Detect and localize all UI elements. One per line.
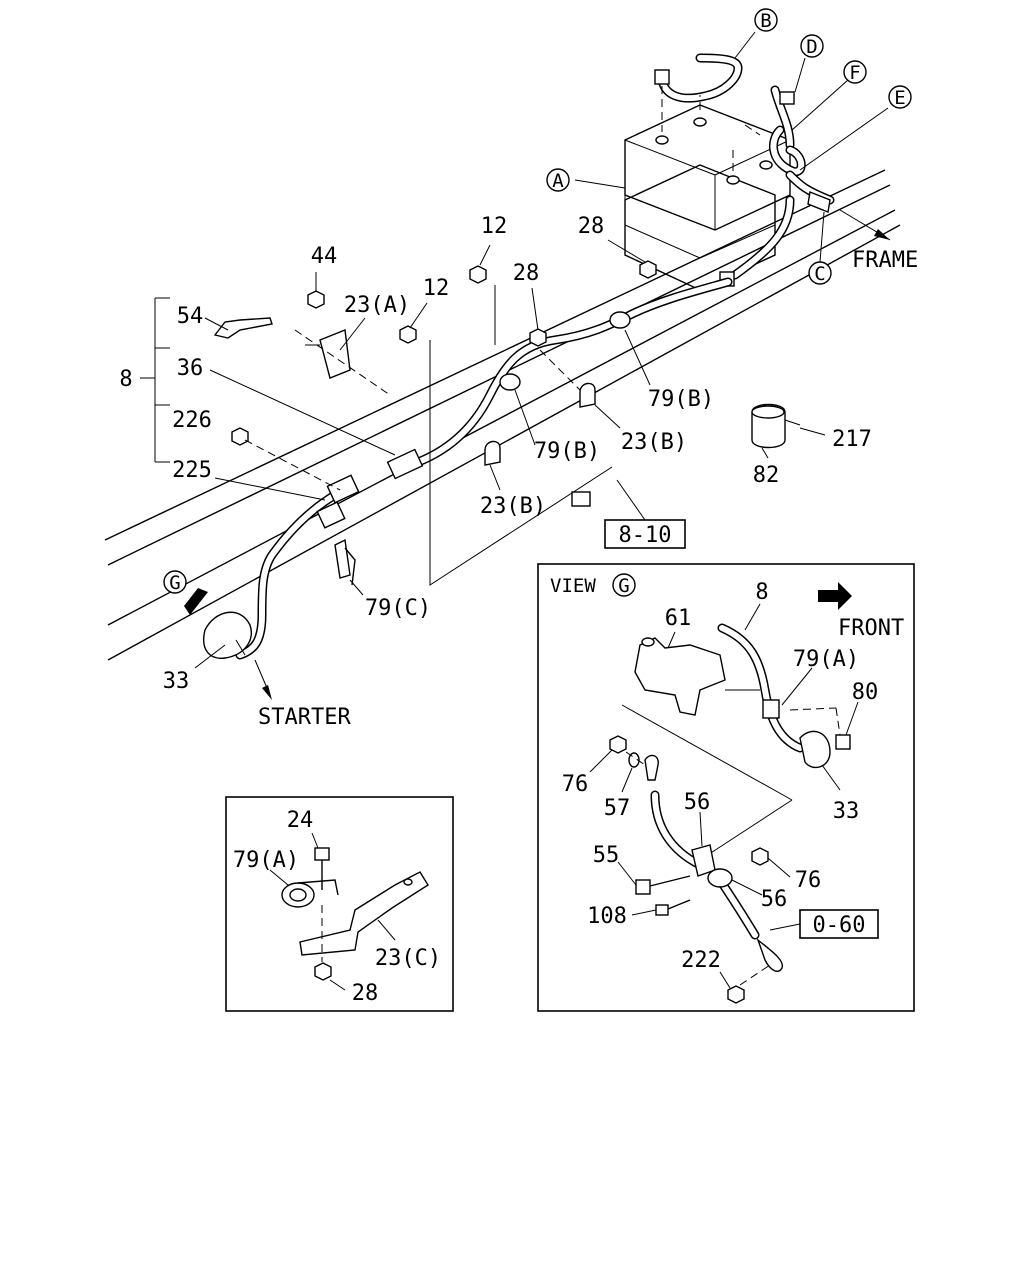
view-label-79a: 79(A)	[793, 647, 859, 672]
ref-box-0-60[interactable]: 0-60	[799, 909, 879, 939]
frame-rails	[104, 169, 901, 661]
callout-a-label: A	[552, 170, 564, 192]
view-label-80: 80	[852, 680, 879, 705]
inset-label-28: 28	[352, 981, 379, 1006]
starter-label: STARTER	[258, 705, 351, 730]
view-label-222: 222	[681, 948, 721, 973]
view-label: VIEW	[550, 575, 596, 597]
ref-box-8-10[interactable]: 8-10	[604, 519, 686, 549]
ref-0-60-label: 0-60	[813, 913, 866, 938]
inset-view-g: VIEW G FRONT	[537, 563, 915, 1012]
view-label-55: 55	[593, 843, 620, 868]
frame-label: FRAME	[852, 248, 918, 273]
main-harness	[203, 277, 733, 660]
label-12b: 12	[423, 276, 450, 301]
battery-assembly	[624, 53, 835, 291]
label-12a: 12	[481, 214, 508, 239]
leader-lines	[140, 31, 891, 700]
callout-c: C	[808, 261, 832, 285]
callout-e-label: E	[894, 87, 905, 109]
view-label-33: 33	[833, 799, 860, 824]
view-label-108: 108	[587, 904, 627, 929]
view-label-57: 57	[604, 796, 631, 821]
label-82: 82	[753, 463, 780, 488]
inset-label-79a: 79(A)	[233, 848, 299, 873]
callout-g-label: G	[169, 572, 180, 594]
label-44: 44	[311, 244, 338, 269]
hardware	[213, 191, 831, 507]
label-226: 226	[172, 408, 212, 433]
view-label-76b: 76	[795, 868, 822, 893]
label-79b-2: 79(B)	[648, 387, 714, 412]
callout-g: G	[163, 570, 187, 594]
callout-e: E	[888, 85, 912, 109]
ref-8-10-label: 8-10	[619, 523, 672, 548]
label-225: 225	[172, 458, 212, 483]
front-arrow-icon	[818, 582, 852, 610]
label-79b-1: 79(B)	[534, 439, 600, 464]
callout-a: A	[546, 168, 570, 192]
callout-c-label: C	[814, 263, 825, 285]
view-label-76a: 76	[562, 772, 589, 797]
callout-f: F	[843, 60, 867, 84]
view-label-61: 61	[665, 606, 692, 631]
inset-bracket-23c: 24 79(A) 23(C) 28	[225, 796, 454, 1012]
view-label-56b: 56	[761, 887, 788, 912]
label-79c: 79(C)	[365, 596, 431, 621]
label-217: 217	[832, 427, 872, 452]
view-label-8: 8	[755, 580, 768, 605]
label-23b-1: 23(B)	[480, 494, 546, 519]
view-letter: G	[618, 575, 629, 597]
label-33: 33	[163, 669, 190, 694]
label-36: 36	[177, 356, 204, 381]
inset-label-23c: 23(C)	[375, 946, 441, 971]
callout-f-label: F	[849, 62, 860, 84]
front-label: FRONT	[838, 616, 904, 641]
label-28a: 28	[578, 214, 605, 239]
label-54: 54	[177, 304, 204, 329]
callout-b-label: B	[760, 10, 771, 32]
callout-d: D	[800, 34, 824, 58]
label-23a: 23(A)	[344, 293, 410, 318]
callout-d-label: D	[806, 36, 817, 58]
view-label-56a: 56	[684, 790, 711, 815]
label-23b-2: 23(B)	[621, 430, 687, 455]
label-8: 8	[119, 367, 132, 392]
label-28b: 28	[513, 261, 540, 286]
inset-label-24: 24	[287, 808, 314, 833]
callout-b: B	[754, 8, 778, 32]
